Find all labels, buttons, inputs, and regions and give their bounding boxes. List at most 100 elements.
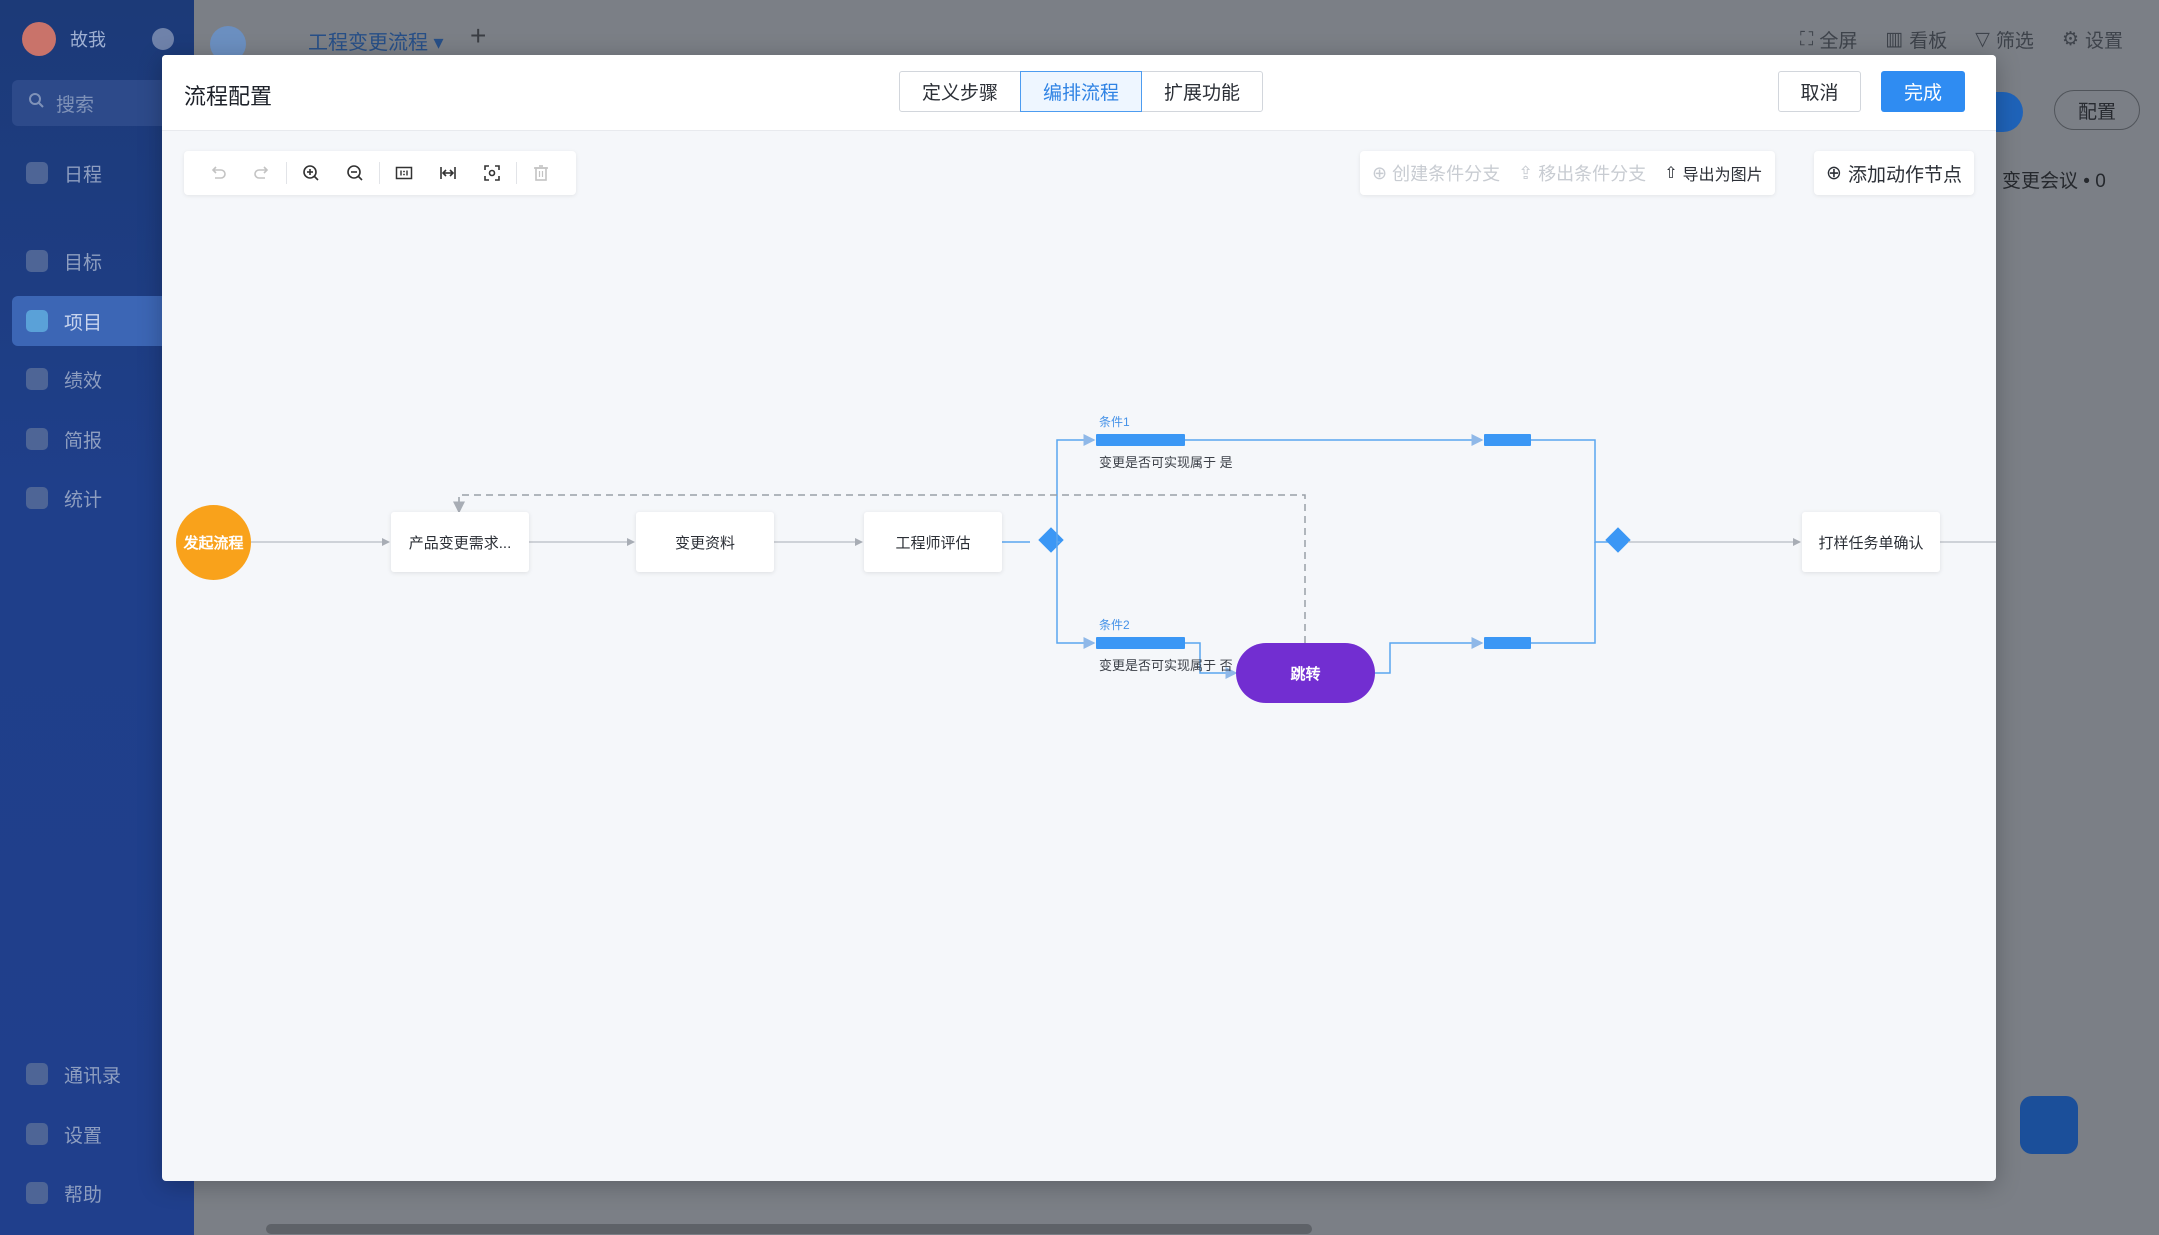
edge	[1056, 434, 1096, 543]
remove-branch-button[interactable]: ⇪移出条件分支	[1518, 162, 1647, 185]
add-tab-button[interactable]: +	[470, 20, 487, 51]
branch-2-end-bar[interactable]	[1484, 637, 1531, 649]
flow-canvas[interactable]	[162, 55, 1996, 1181]
project-title[interactable]: 工程变更流程 ▾	[308, 32, 444, 54]
zoom-in-icon	[303, 165, 319, 181]
modal-title: 流程配置	[184, 84, 273, 109]
toolbar-divider	[516, 162, 517, 184]
cube-icon	[26, 310, 48, 332]
redo-icon	[254, 166, 269, 179]
fit-width-icon	[440, 167, 456, 179]
horizontal-scrollbar[interactable]	[266, 1224, 1312, 1234]
modal-tabs: 定义步骤 编排流程 扩展功能	[899, 71, 1264, 112]
bell-icon[interactable]	[152, 28, 174, 50]
flow-node-product-change[interactable]: 产品变更需求...	[391, 512, 529, 572]
config-button[interactable]: 配置	[2054, 90, 2140, 130]
meeting-label: 变更会议 • 0	[2002, 171, 2106, 192]
undo-icon	[211, 166, 226, 179]
sidebar-item-contacts[interactable]: 通讯录	[12, 1049, 182, 1099]
add-action-node-button[interactable]: ⊕添加动作节点	[1814, 151, 1974, 195]
help-icon	[26, 1182, 48, 1204]
jump-node[interactable]: 跳转	[1236, 643, 1375, 703]
flow-node-sample-confirm[interactable]: 打样任务单确认	[1802, 512, 1940, 572]
fit-width-button[interactable]	[426, 151, 470, 195]
condition-1-bar[interactable]	[1096, 434, 1185, 446]
zoom-in-button[interactable]	[289, 151, 333, 195]
sidebar-item-settings[interactable]: 设置	[12, 1109, 182, 1159]
tab-extensions[interactable]: 扩展功能	[1141, 71, 1264, 112]
edge	[1375, 637, 1484, 674]
sidebar-item-statistics[interactable]: 统计	[12, 473, 182, 523]
user-profile[interactable]: 故我	[22, 22, 106, 56]
trash-icon	[534, 165, 548, 181]
expand-icon: ⛶	[1800, 28, 1814, 50]
tab-orchestrate-flow[interactable]: 编排流程	[1020, 71, 1143, 112]
target-icon	[26, 250, 48, 272]
edge	[1531, 439, 1610, 543]
topbar-tools: ⛶全屏 ▥看板 ▽筛选 ⚙设置	[1800, 26, 2123, 53]
flow-node-engineer-review[interactable]: 工程师评估	[864, 512, 1002, 572]
edge	[1185, 642, 1238, 679]
sidebar-item-goals[interactable]: 目标	[12, 236, 182, 286]
calendar-icon	[26, 162, 48, 184]
start-node[interactable]: 发起流程	[176, 505, 251, 580]
avatar[interactable]	[22, 22, 56, 56]
user-name: 故我	[70, 30, 106, 50]
done-button[interactable]: 完成	[1881, 71, 1965, 112]
search-placeholder: 搜索	[56, 94, 95, 116]
modal-header: 流程配置 定义步骤 编排流程 扩展功能 取消 完成	[162, 55, 1996, 131]
settings-button[interactable]: ⚙设置	[2061, 29, 2123, 52]
redo-button[interactable]	[240, 151, 284, 195]
create-branch-button[interactable]: ⊕创建条件分支	[1372, 162, 1501, 185]
sidebar: 故我 搜索 日程 目标 项目 绩效 简报 统计 通讯录 设置 帮助	[0, 0, 194, 1235]
sidebar-item-projects[interactable]: 项目	[12, 296, 182, 346]
condition-2-bar[interactable]	[1096, 637, 1185, 649]
contacts-icon	[26, 1063, 48, 1085]
chart-icon	[26, 368, 48, 390]
condition-2-label: 条件2	[1099, 618, 1130, 632]
export-icon: ⇧	[1664, 165, 1678, 182]
actual-size-icon	[395, 166, 413, 180]
canvas-toolbar	[184, 151, 576, 195]
sidebar-item-performance[interactable]: 绩效	[12, 354, 182, 404]
branch-1-end-bar[interactable]	[1484, 434, 1531, 446]
filter-button[interactable]: ▽筛选	[1975, 29, 2034, 52]
lightbulb-fab-button[interactable]	[2020, 1096, 2078, 1154]
board-icon: ▥	[1885, 29, 1904, 50]
condition-split-node[interactable]	[1038, 527, 1064, 553]
search-input[interactable]: 搜索	[12, 80, 182, 126]
flow-node-change-docs[interactable]: 变更资料	[636, 512, 774, 572]
actual-size-button[interactable]	[382, 151, 426, 195]
board-button[interactable]: ▥看板	[1885, 29, 1948, 52]
move-out-icon: ⇪	[1518, 162, 1534, 183]
toolbar-divider	[286, 162, 287, 184]
flow-config-modal: 流程配置 定义步骤 编排流程 扩展功能 取消 完成	[162, 55, 1996, 1181]
gear-icon	[26, 1123, 48, 1145]
fit-view-button[interactable]	[470, 151, 514, 195]
sidebar-item-help[interactable]: 帮助	[12, 1168, 182, 1218]
edge	[1531, 542, 1596, 644]
condition-merge-node[interactable]	[1605, 527, 1631, 553]
sidebar-item-schedule[interactable]: 日程	[12, 148, 182, 198]
jump-back-edge	[453, 494, 1306, 643]
undo-button[interactable]	[196, 151, 240, 195]
fit-view-icon	[484, 165, 500, 181]
zoom-out-icon	[347, 165, 363, 181]
sidebar-item-briefing[interactable]: 简报	[12, 414, 182, 464]
delete-button[interactable]	[519, 151, 563, 195]
condition-2-text: 变更是否可实现属于 否	[1099, 658, 1233, 673]
fullscreen-button[interactable]: ⛶全屏	[1800, 28, 1858, 53]
gear-icon: ⚙	[2061, 29, 2079, 50]
zoom-out-button[interactable]	[333, 151, 377, 195]
condition-1-text: 变更是否可实现属于 是	[1099, 455, 1233, 470]
toolbar-divider	[379, 162, 380, 184]
export-image-button[interactable]: ⇧导出为图片	[1664, 165, 1763, 184]
condition-1-label: 条件1	[1099, 415, 1130, 429]
cancel-button[interactable]: 取消	[1778, 71, 1861, 112]
plus-circle-icon: ⊕	[1826, 162, 1842, 184]
filter-icon: ▽	[1975, 29, 1990, 50]
pie-chart-icon	[26, 487, 48, 509]
briefing-icon	[26, 428, 48, 450]
edge	[1056, 542, 1096, 649]
tab-define-steps[interactable]: 定义步骤	[899, 71, 1022, 112]
